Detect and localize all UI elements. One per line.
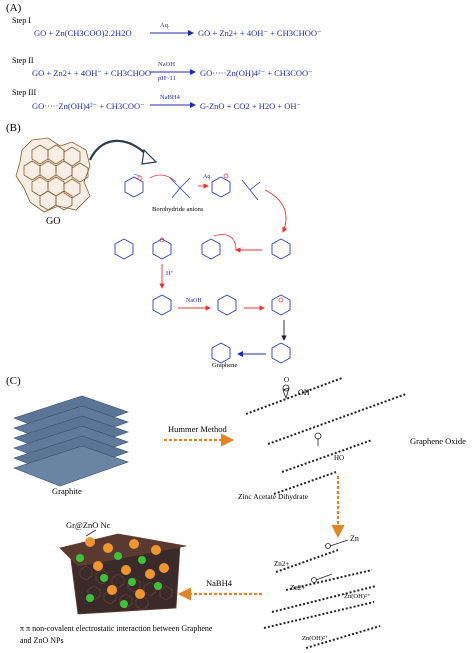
zn2-label-1: Zn2+ [274,560,290,568]
nc-label: Gr@ZnO Nc [66,520,111,530]
go-curve-arrow [88,139,151,161]
step3-left: GO·····Zn(OH)4²⁻ + CH3COO⁻ [32,101,145,111]
step1-name: Step I [12,16,31,25]
step1-right: GO + Zn2+ + 4OH⁻ + CH3CHOO⁻ [198,28,322,38]
step2-cond-bottom: pH~11 [158,75,176,82]
step2-name: Step II [12,56,34,65]
graphite-label: Graphite [52,486,82,496]
arrow-b2 [264,189,288,233]
ring-b5 [201,238,221,260]
interaction-line2: and ZnO NPs [20,636,64,645]
ring-b2 [211,176,231,198]
ring-b8 [217,294,237,316]
hummer-label: Hummer Method [168,424,227,434]
go-label: GO [46,216,61,227]
ring-b3 [114,238,134,260]
aq-label-b: Aq. [203,174,212,180]
arrow-b5 [213,234,237,251]
ho-label-go: HO [334,454,345,462]
ring-b6 [271,238,291,260]
znoh2-label: Zn(OH)²⁺ [302,635,329,642]
zn-label: Zn [350,534,359,543]
panel-b-label: (B) [6,122,21,134]
step3-cond: NaBH4 [160,94,180,101]
zn-sheets [263,549,381,649]
graphene-oxide-label: Graphene Oxide [410,436,466,446]
zinc-acetate-label: Zinc Acetate Dihydrate [238,492,308,501]
ring-b10 [211,342,231,364]
ring-b4 [152,238,172,260]
zn2-label-2: Zn2+ [290,584,306,592]
step2-cond-top: NaOH [158,61,175,68]
naoh-label-b: NaOH [186,298,202,304]
oh-label-go: OH [298,388,310,397]
step2-right: GO·····Zn(OH)4²⁻ + CH3COO⁻ [200,68,313,78]
borohydride-anion [169,177,191,199]
panel-c-label: (C) [6,375,21,387]
graphite-stack [13,395,129,487]
ring-b9 [271,294,291,316]
go-sheet [15,137,91,213]
interaction-line1: π π non-covalent electrostatic interacti… [20,624,213,633]
o-label-go: O [284,376,290,384]
step3-right: G-ZnO + CO2 + H2O + OH⁻ [200,101,302,111]
arrow-b4 [149,174,177,183]
step2-left: GO + Zn2+ + 4OH⁻ + CH3CHOO⁻ [32,68,156,78]
h-label-b: H⁺ [166,271,174,277]
borohydride-label: Borohydride anions [152,206,204,213]
step3-name: Step III [12,88,37,97]
ring-b1 [124,176,144,198]
step1-left: GO + Zn(CH3COO)2.2H2O [34,28,132,38]
nc-pointer [85,529,97,537]
graphene-oxide-sheets [245,377,407,495]
panel-a-label: (A) [6,2,22,14]
step1-cond: Aq. [160,22,170,29]
ring-b11 [271,342,291,364]
graphene-label: Graphene [212,362,238,369]
znoh-label: Zn(OH)²⁺ [344,593,371,600]
ring-b7 [152,294,172,316]
nanocomposite [59,533,187,615]
nabh4-label: NaBH4 [206,578,232,588]
borohydride-anion-2 [241,179,261,201]
